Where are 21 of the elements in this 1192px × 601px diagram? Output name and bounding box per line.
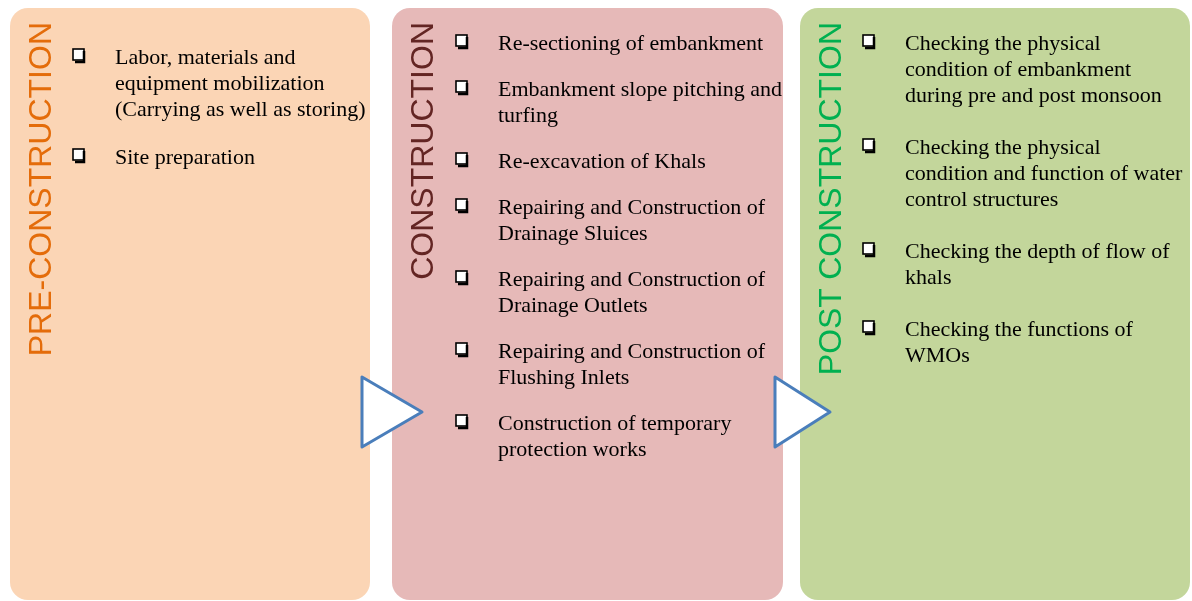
task-item: Embankment slope pitching and turfing [498, 76, 784, 128]
task-item: Checking the depth of flow of khals [905, 238, 1171, 290]
phase-heading: POST CONSTRUCTION [812, 22, 848, 376]
chevron-arrow [360, 375, 424, 449]
phase-panel [10, 8, 370, 600]
task-item: Repairing and Construction of Drainage Outlets [498, 266, 766, 318]
phase-panel [800, 8, 1190, 600]
task-item: Repairing and Construction of Flushing Inlets [498, 338, 766, 390]
task-item: Re-excavation of Khals [498, 148, 706, 174]
task-item: Checking the functions of WMOs [905, 316, 1134, 368]
phase-heading: PRE-CONSTRUCTION [22, 22, 58, 357]
task-item: Labor, materials and equipment mobilization (Carrying as well as storing) [115, 44, 367, 122]
task-item: Checking the physical condition and function of water control structures [905, 134, 1184, 212]
task-item: Checking the physical condition of embankment during pre and post monsoon [905, 30, 1163, 108]
phase-panel [392, 8, 783, 600]
chevron-arrow [773, 375, 832, 449]
task-item: Repairing and Construction of Drainage Sluices [498, 194, 766, 246]
task-item: Re-sectioning of embankment [498, 30, 764, 56]
phase-heading: CONSTRUCTION [404, 22, 440, 280]
task-item: Site preparation [115, 144, 255, 170]
task-item: Construction of temporary protection works [498, 410, 733, 462]
